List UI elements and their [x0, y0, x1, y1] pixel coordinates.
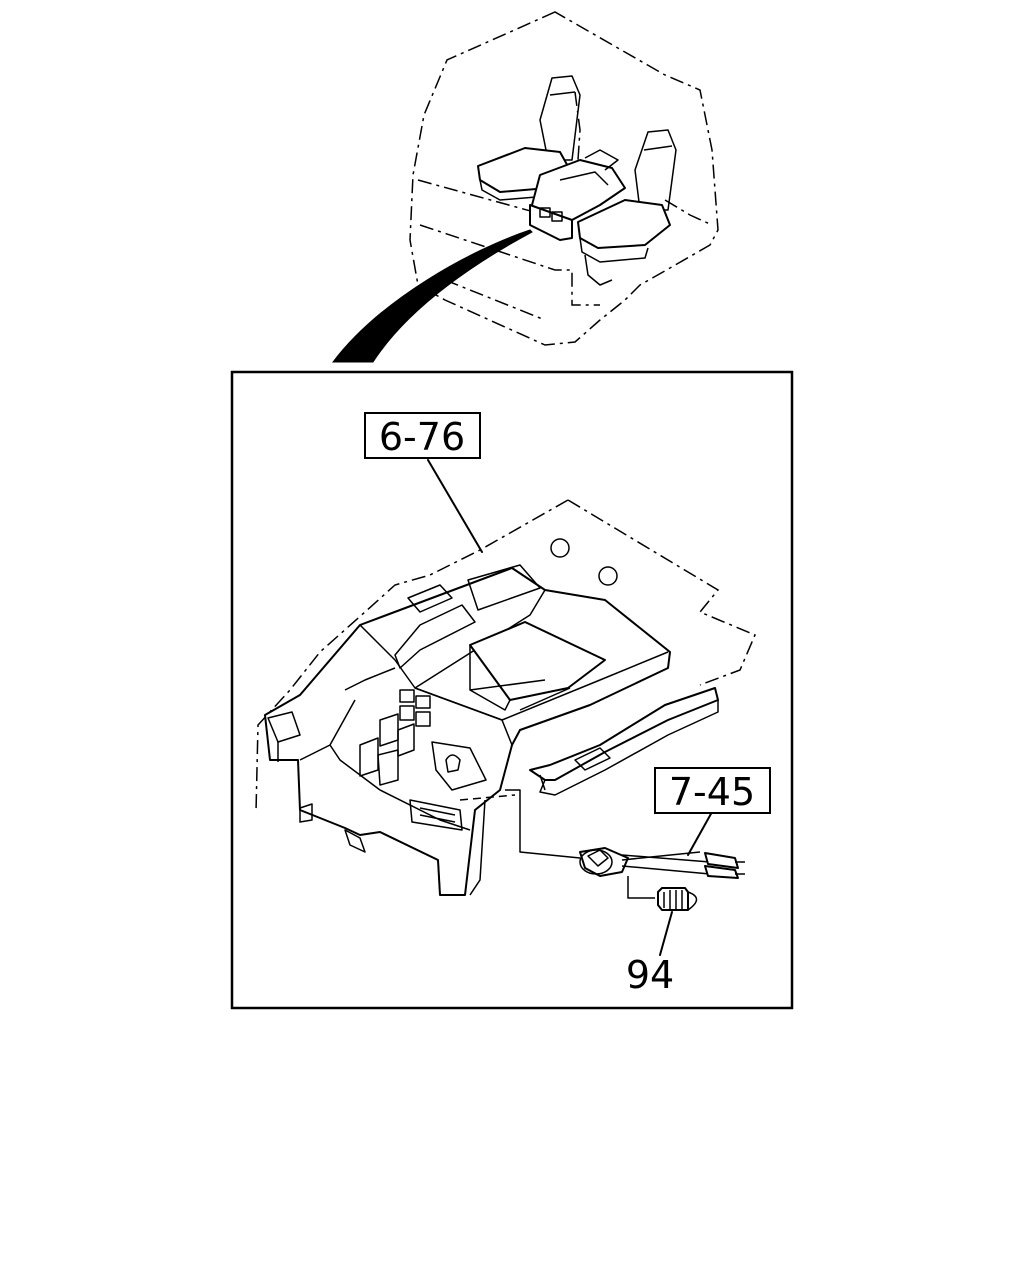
pointer-arrow: [331, 229, 533, 363]
switch-panel: [359, 689, 431, 786]
callout-console-ref: 6-76: [364, 412, 481, 459]
lighter-socket: [409, 741, 487, 831]
right-seat: [577, 129, 677, 286]
console-ref-label: 6-76: [379, 415, 465, 459]
cable-assembly: [579, 847, 745, 899]
side-rail: [529, 687, 719, 796]
screw-ref-label: 94: [626, 953, 674, 997]
cable-ref-label: 7-45: [669, 770, 755, 814]
callout-cable-ref: 7-45: [654, 767, 771, 814]
leader-screw: [659, 911, 673, 956]
screw: [657, 887, 698, 911]
leader-console: [427, 459, 483, 553]
console-small: [529, 149, 626, 241]
cab-overview: [331, 11, 719, 363]
console-assembly: [255, 499, 756, 896]
detail-frame: [230, 370, 794, 1010]
leader-cable: [687, 811, 713, 856]
